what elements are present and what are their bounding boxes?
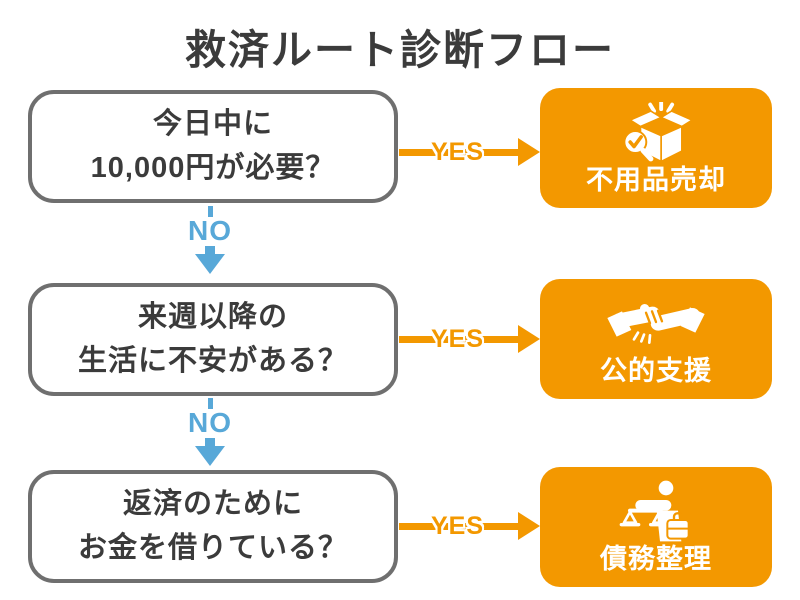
no-arrow-line xyxy=(207,398,213,409)
no-label: NO xyxy=(188,407,232,438)
question-2-line-2: 生活に不安がある？ xyxy=(77,344,348,377)
question-box-1: 今日中に 10,000円が必要？ xyxy=(28,90,398,203)
arrow-right-icon xyxy=(518,325,540,353)
result-label-2: 公的支援 xyxy=(600,356,712,387)
yes-label: YES xyxy=(430,325,485,353)
yes-arrow-line xyxy=(399,149,524,156)
result-box-3: 債務整理 xyxy=(540,467,772,587)
yes-label: YES xyxy=(430,512,485,540)
result-label-1: 不用品売却 xyxy=(586,165,726,196)
no-arrow-shaft xyxy=(205,246,215,254)
lawyer-scales-icon xyxy=(619,480,693,544)
no-arrow-line xyxy=(207,206,213,217)
no-label: NO xyxy=(188,215,232,246)
arrow-down-icon xyxy=(195,254,225,274)
yes-label: YES xyxy=(430,138,485,166)
no-connector-2: NO xyxy=(178,398,242,466)
page-title: 救済ルート診断フロー xyxy=(185,27,615,73)
yes-arrow-1: YES xyxy=(399,134,540,170)
result-box-2: 公的支援 xyxy=(540,279,772,399)
question-box-2: 来週以降の 生活に不安がある？ xyxy=(28,283,398,396)
result-label-3: 債務整理 xyxy=(600,544,712,575)
question-1-line-1: 今日中に xyxy=(152,108,273,140)
yes-arrow-line xyxy=(399,523,524,530)
question-3-line-2: お金を借りている？ xyxy=(77,531,348,564)
yes-arrow-3: YES xyxy=(399,508,540,544)
no-arrow-shaft xyxy=(205,438,215,446)
question-3-line-1: 返済のために xyxy=(122,488,303,520)
yes-arrow-2: YES xyxy=(399,321,540,357)
handshake-icon xyxy=(606,292,706,356)
arrow-right-icon xyxy=(518,138,540,166)
sell-items-icon xyxy=(613,101,699,165)
arrow-right-icon xyxy=(518,512,540,540)
yes-arrow-line xyxy=(399,336,524,343)
arrow-down-icon xyxy=(195,446,225,466)
question-1-line-2: 10,000円が必要？ xyxy=(90,151,336,184)
question-box-3: 返済のために お金を借りている？ xyxy=(28,470,398,583)
result-box-1: 不用品売却 xyxy=(540,88,772,208)
no-connector-1: NO xyxy=(178,206,242,274)
question-2-line-1: 来週以降の xyxy=(137,301,288,333)
